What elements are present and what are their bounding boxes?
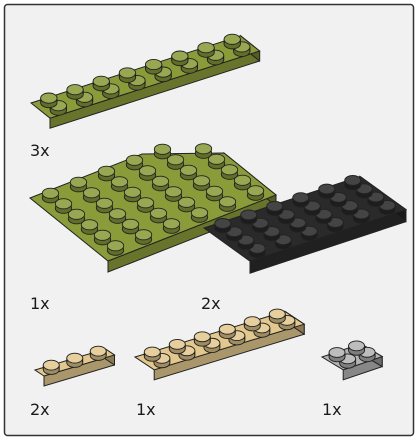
stud xyxy=(172,51,188,61)
stud xyxy=(154,144,170,154)
stud xyxy=(269,309,285,319)
stud xyxy=(195,144,211,154)
stud xyxy=(67,85,83,95)
quantity-label: 1x xyxy=(30,296,50,312)
stud xyxy=(224,34,240,44)
stud xyxy=(219,324,235,334)
stud xyxy=(267,201,283,211)
quantity-label: 2x xyxy=(201,296,221,312)
stud xyxy=(41,93,57,103)
stud xyxy=(293,193,309,203)
stud xyxy=(329,348,345,358)
stud xyxy=(319,184,335,194)
stud xyxy=(145,59,161,69)
stud xyxy=(43,360,59,370)
stud xyxy=(144,347,160,357)
stud xyxy=(345,175,361,185)
stud xyxy=(215,218,231,228)
stud xyxy=(70,177,86,187)
stud xyxy=(241,210,257,220)
quantity-label: 1x xyxy=(136,402,156,418)
stud xyxy=(244,317,260,327)
stud xyxy=(98,166,114,176)
stud xyxy=(67,353,83,363)
stud xyxy=(169,339,185,349)
quantity-label: 2x xyxy=(30,402,50,418)
stud xyxy=(198,43,214,53)
stud xyxy=(42,188,58,198)
quantity-label: 3x xyxy=(30,143,50,159)
quantity-label: 1x xyxy=(322,402,342,418)
stud xyxy=(90,346,106,356)
stud xyxy=(126,155,142,165)
stud xyxy=(349,341,365,351)
stud xyxy=(93,76,109,86)
stud xyxy=(194,332,210,342)
stud xyxy=(119,68,135,78)
